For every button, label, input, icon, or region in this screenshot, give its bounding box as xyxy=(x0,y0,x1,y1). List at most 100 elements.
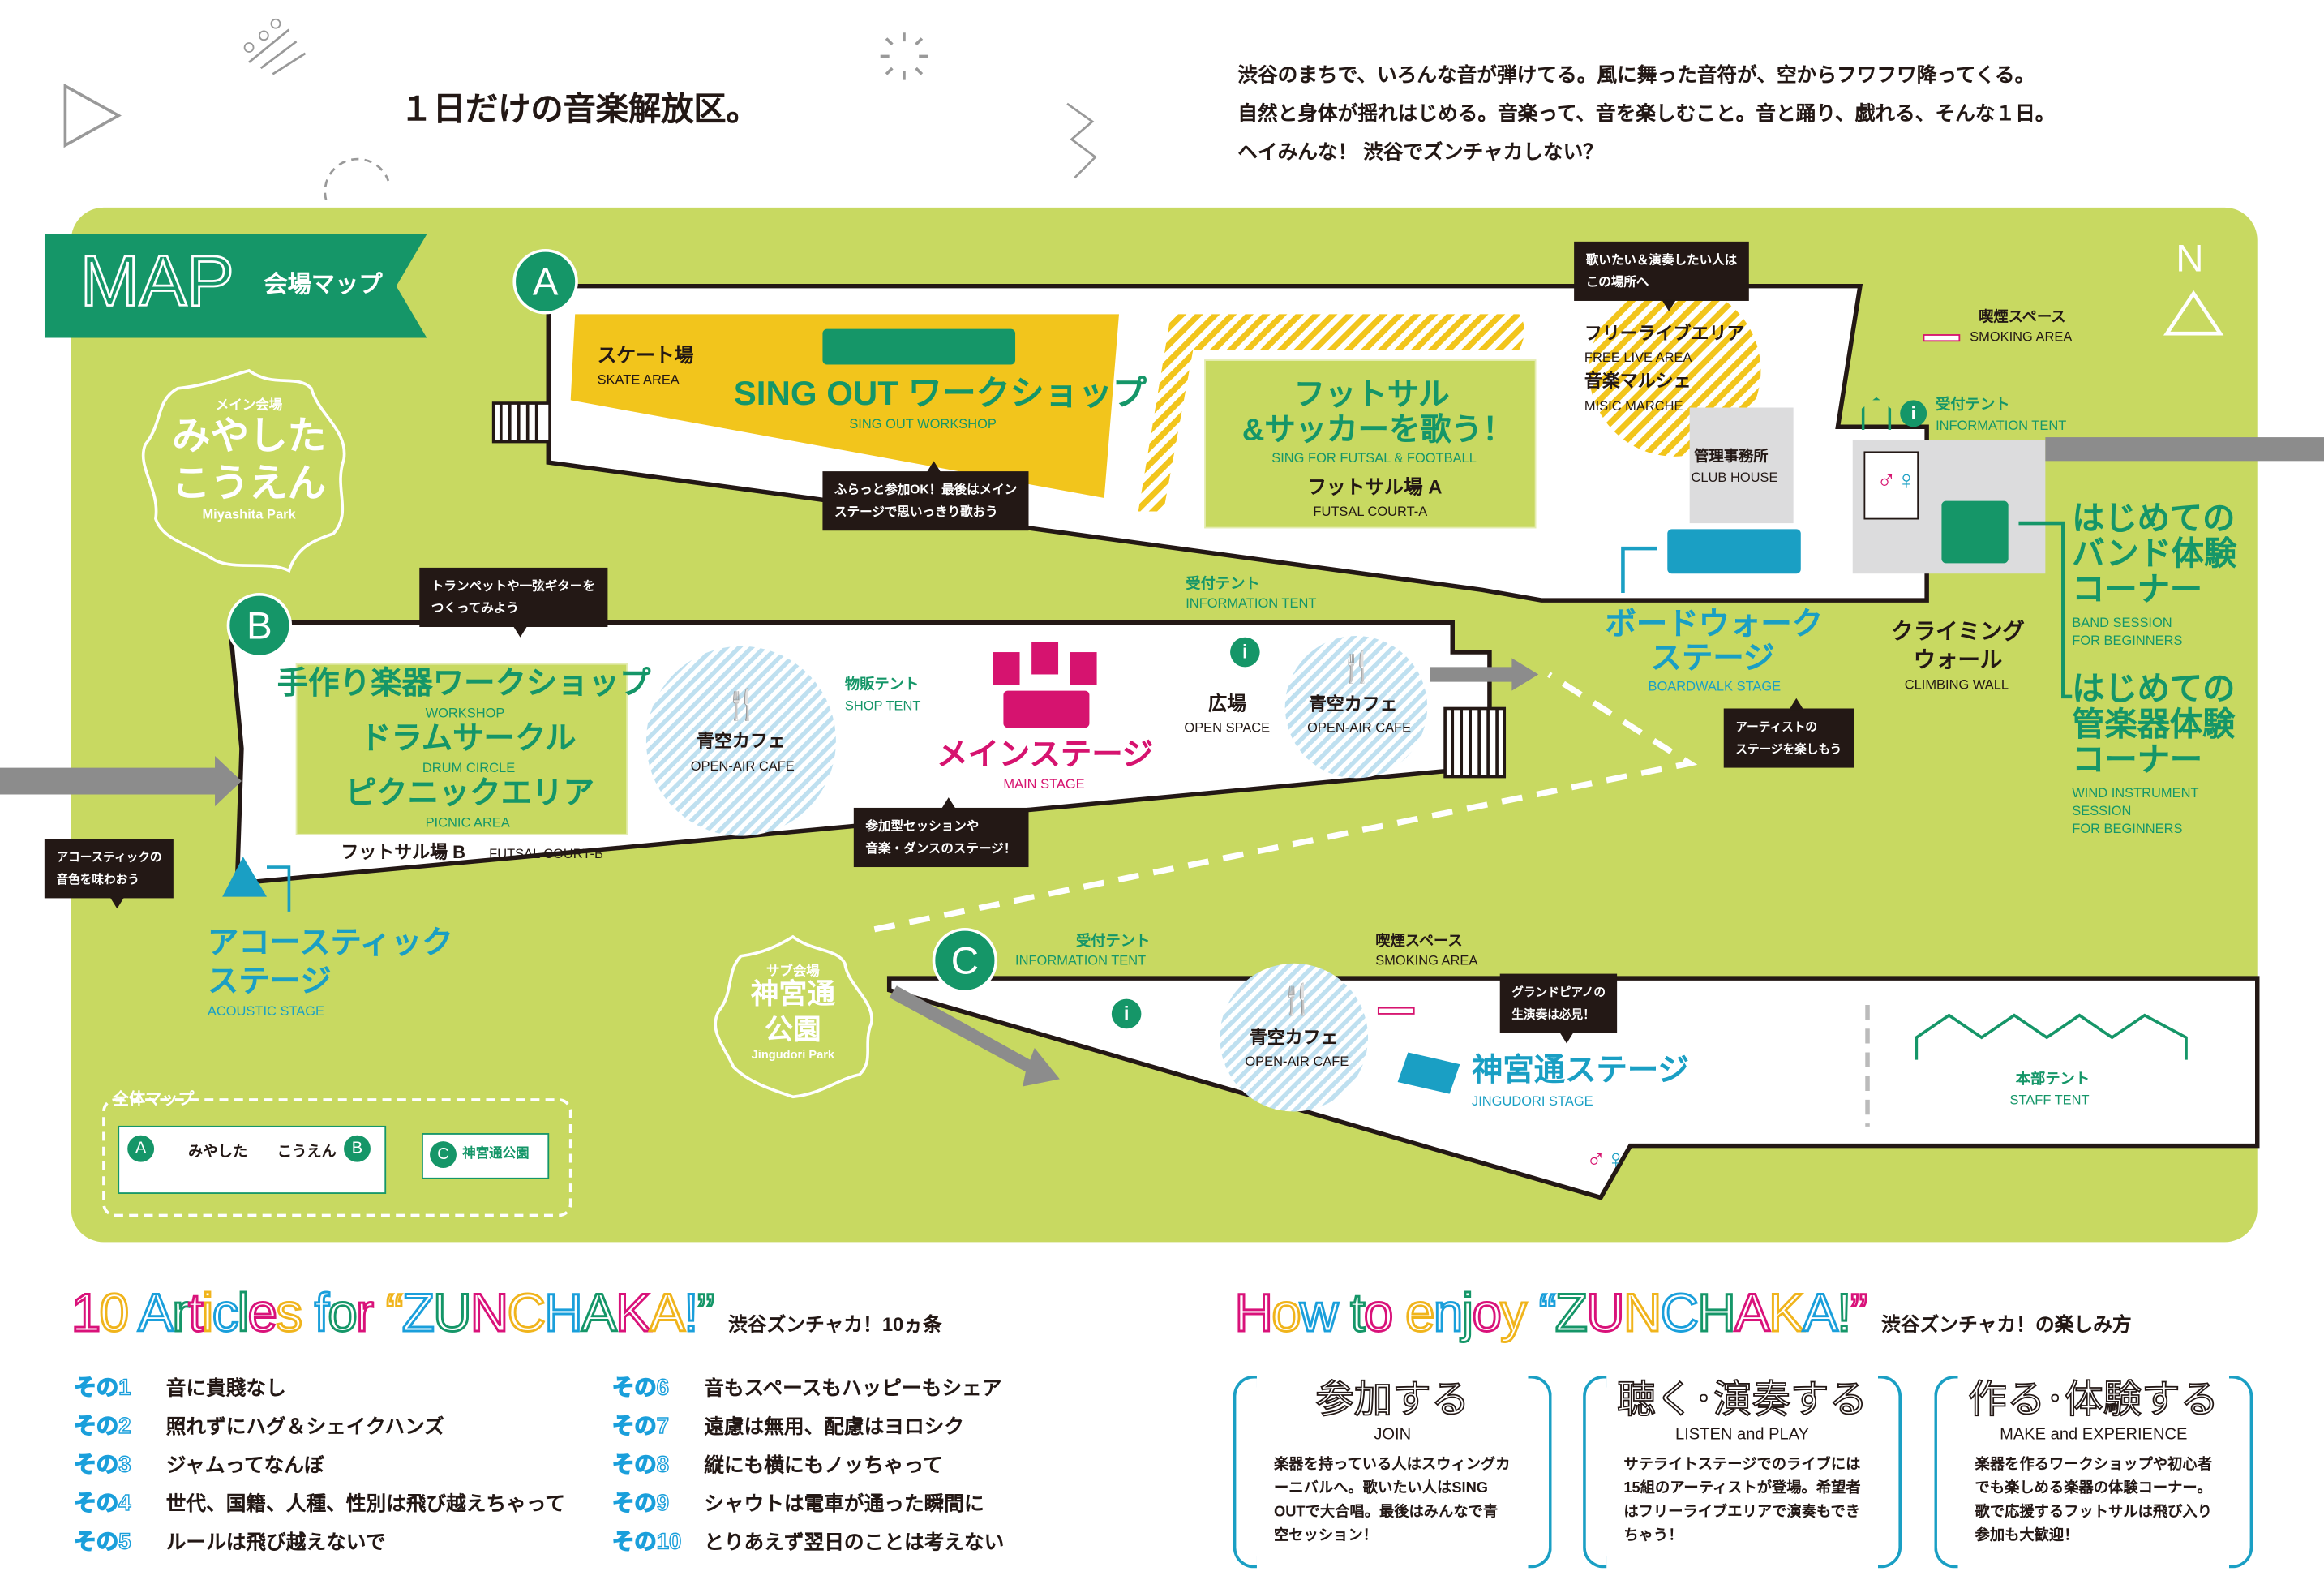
title-letter: t xyxy=(187,1282,204,1343)
cafe-icon: 🍴 xyxy=(1279,984,1316,1017)
climbing-en: CLIMBING WALL xyxy=(1904,677,2009,693)
title-letter: ” xyxy=(1849,1282,1869,1343)
smoking-en: SMOKING AREA xyxy=(1375,953,1478,968)
article-number: その10 xyxy=(611,1529,682,1555)
bubble-line: ふらっと参加OK！最後はメイン xyxy=(834,481,1018,497)
shop-tent-en: SHOP TENT xyxy=(844,698,921,713)
overview-marker-b: B xyxy=(344,1135,371,1162)
articles-subtitle: 渋谷ズンチャカ！10ヵ条 xyxy=(727,1313,942,1336)
wind-line: 管楽器体験 xyxy=(2072,705,2236,743)
striped-band xyxy=(1138,314,1524,512)
stairs-icon xyxy=(491,401,551,444)
title-letter: c xyxy=(211,1282,240,1343)
title-letter xyxy=(301,1282,314,1343)
club-house xyxy=(1689,407,1794,524)
brace-right xyxy=(2229,1375,2253,1569)
card-subheading: LISTEN and PLAY xyxy=(1675,1425,1810,1444)
singout-stage xyxy=(822,328,1016,365)
title-letter: e xyxy=(1404,1282,1436,1343)
main-venue: メイン会場 みやした こうえん Miyashita Park xyxy=(163,397,335,522)
title-letter: A xyxy=(1802,1282,1840,1343)
smoking-label: 喫煙スペース xyxy=(1375,934,1463,951)
acoustic-line: ステージ xyxy=(207,964,332,999)
speech-bubble-acoustic: アコースティックの音色を味わおう xyxy=(44,839,174,909)
article-text: とりあえず翌日のことは考えない xyxy=(704,1531,1005,1554)
arrow-icon xyxy=(889,985,1060,1087)
title-letter: o xyxy=(1271,1282,1303,1343)
bubble-line: 生演奏は必見！ xyxy=(1511,1007,1595,1022)
article-text: 遠慮は無用、配慮はヨロシク xyxy=(704,1415,964,1438)
smoking-en: SMOKING AREA xyxy=(1970,328,2073,344)
gray-path xyxy=(2045,437,2324,462)
zigzag-icon xyxy=(1066,102,1097,179)
marche-label: 音楽マルシェ xyxy=(1584,370,1692,392)
title-letter: j xyxy=(1460,1282,1475,1343)
howto-card-make: 作る･体験する MAKE and EXPERIENCE 楽器を作るワークショップ… xyxy=(1934,1375,2253,1569)
article-text: ルールは飛び越えないで xyxy=(165,1531,386,1554)
card-heading: 参加する xyxy=(1314,1376,1470,1422)
intro-text: 渋谷のまちで、いろんな音が弾けてる。風に舞った音符が、空からフワフワ降ってくる。… xyxy=(1237,56,2055,172)
main-venue-label: メイン会場 xyxy=(215,397,283,413)
title-letter: w xyxy=(1299,1282,1340,1343)
article-number: その9 xyxy=(611,1491,670,1517)
jingudori-badge xyxy=(714,934,873,1099)
court-a-en: FUTSAL COURT-A xyxy=(1313,504,1428,519)
title-letter: N xyxy=(469,1282,509,1343)
band-en-line: BAND SESSION xyxy=(2072,615,2172,630)
staff-tent-label: 本部テント xyxy=(2015,1071,2090,1088)
court-b-label: フットサル場 B xyxy=(341,841,465,863)
singout-label: SING OUT ワークショップ xyxy=(733,373,1147,413)
workshop-en: WORKSHOP xyxy=(425,705,505,721)
title-letter xyxy=(127,1282,138,1343)
title-letter: r xyxy=(171,1282,191,1343)
band-corner-en: BAND SESSION FOR BEGINNERS xyxy=(2072,614,2182,650)
article-text: シャウトは電車が通った瞬間に xyxy=(704,1492,984,1515)
article-number: その3 xyxy=(74,1452,132,1478)
title-letter: A xyxy=(580,1282,618,1343)
cafe-circle xyxy=(1284,635,1428,779)
title-letter: “ xyxy=(384,1282,405,1343)
article-number: その4 xyxy=(74,1491,132,1517)
futsal-song-line: フットサル xyxy=(1293,377,1450,413)
info-en: INFORMATION TENT xyxy=(1186,595,1317,611)
court-b-en: FUTSAL COURT-B xyxy=(489,846,603,861)
open-space-label: 広場 xyxy=(1207,692,1247,715)
boardwalk-line: ボードウォーク xyxy=(1605,608,1824,642)
free-live-label: フリーライブエリア xyxy=(1584,323,1745,344)
shop-tent-label: 物販テント xyxy=(844,677,920,694)
howto-subtitle: 渋谷ズンチャカ！の楽しみ方 xyxy=(1880,1313,2132,1336)
overview-jingu: 神宮通公園 xyxy=(462,1145,530,1161)
card-heading: 作る･体験する xyxy=(1967,1376,2219,1422)
brace-left xyxy=(1583,1375,1607,1569)
bubble-line: 参加型セッションや xyxy=(865,818,980,833)
speech-bubble-piano: グランドピアノの生演奏は必見！ xyxy=(1499,973,1618,1044)
marker-a: A xyxy=(512,249,578,315)
title-letter: i xyxy=(200,1282,215,1343)
speech-bubble-boardwalk: アーティストのステージを楽しもう xyxy=(1723,698,1854,768)
wind-en-line: FOR BEGINNERS xyxy=(2072,821,2183,836)
climbing-line: ウォール xyxy=(1913,647,2003,673)
cafe-label: 青空カフェ xyxy=(697,730,786,752)
title-letter: o xyxy=(1362,1282,1395,1343)
bubble-line: グランドピアノの xyxy=(1511,985,1606,999)
intro-line: 自然と身体が揺れはじめる。音楽って、音を楽しむこと。音と踊り、戯れる、そんな１日… xyxy=(1237,102,2056,125)
overview-marker-c: C xyxy=(430,1141,457,1168)
title-letter: H xyxy=(1233,1282,1274,1343)
band-booth xyxy=(1941,500,2009,564)
speech-bubble-main: 参加型セッションや音楽・ダンスのステージ！ xyxy=(853,797,1028,868)
wind-line: コーナー xyxy=(2072,741,2203,779)
title-letter xyxy=(1391,1282,1404,1343)
intro-line: ヘイみんな！ 渋谷でズンチャカしない？ xyxy=(1237,140,1603,164)
articles-heading: 10 Articles for “ZUNCHAKA!” 渋谷ズンチャカ！10ヵ条 xyxy=(70,1282,942,1343)
article-text: 音に貴賤なし xyxy=(165,1376,286,1400)
howto-card-join: 参加する JOIN 楽器を持っている人はスウィングカーニバルへ。歌いたい人はSI… xyxy=(1233,1375,1552,1569)
brace-left xyxy=(1233,1375,1257,1569)
title-letter: Z xyxy=(1554,1282,1589,1343)
title-letter: t xyxy=(1349,1282,1366,1343)
skate-label-en: SKATE AREA xyxy=(597,371,680,387)
bubble-line: この場所へ xyxy=(1585,274,1649,290)
band-line: バンド体験 xyxy=(2072,535,2237,573)
cigarette-icon xyxy=(1377,1007,1415,1015)
sparkle-icon xyxy=(880,32,928,80)
